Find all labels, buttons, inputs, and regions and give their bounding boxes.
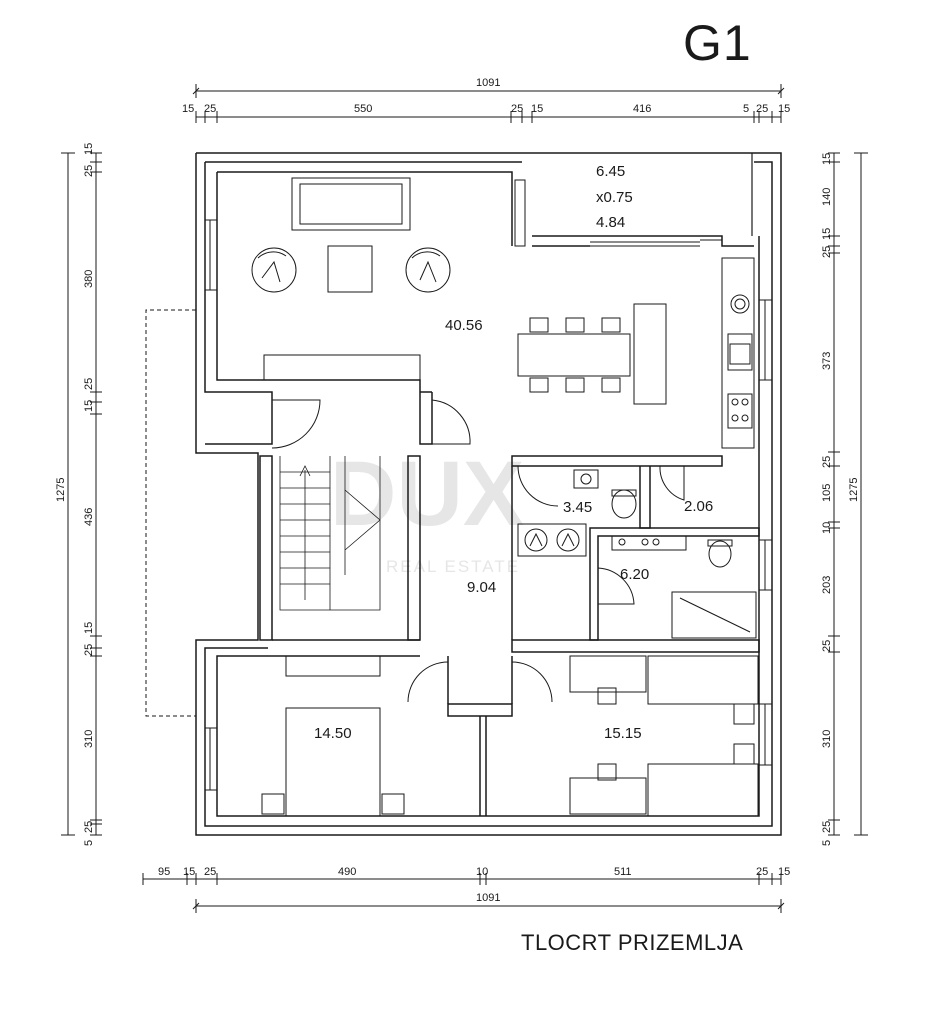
dim-right-2: 25 bbox=[821, 246, 833, 258]
bottom-dimensions bbox=[142, 873, 785, 913]
dim-right-3: 15 bbox=[821, 228, 833, 240]
dim-top-6: 5 bbox=[743, 103, 749, 115]
room-area-bedroom2: 15.15 bbox=[604, 725, 642, 742]
watermark-tag: REAL ESTATE bbox=[386, 557, 520, 576]
room-area-bathroom: 6.20 bbox=[620, 566, 649, 583]
dim-right-12: 25 bbox=[821, 821, 833, 833]
staircase bbox=[279, 456, 381, 611]
room-area-hall: 9.04 bbox=[467, 579, 496, 596]
dim-right-total: 1275 bbox=[848, 478, 860, 502]
dim-right-1: 140 bbox=[821, 188, 833, 206]
dim-bottom-5: 511 bbox=[614, 866, 632, 878]
dim-left-4: 25 bbox=[83, 378, 95, 390]
interior-walls bbox=[259, 391, 760, 816]
bedroom-furniture bbox=[261, 655, 759, 817]
dim-left-total: 1275 bbox=[55, 478, 67, 502]
dim-right-11: 5 bbox=[821, 840, 833, 846]
watermark-brand: DUX bbox=[330, 443, 524, 545]
dim-bottom-0: 95 bbox=[158, 866, 170, 878]
room-area-terrace-3: 4.84 bbox=[596, 214, 625, 231]
windows bbox=[205, 179, 772, 791]
dim-left-3: 15 bbox=[83, 400, 95, 412]
dim-left-5: 436 bbox=[83, 508, 95, 526]
dim-bottom-3: 490 bbox=[338, 866, 356, 878]
living-furniture bbox=[251, 177, 755, 449]
dim-left-0: 25 bbox=[83, 165, 95, 177]
left-dimensions bbox=[61, 152, 102, 836]
dim-top-4: 15 bbox=[531, 103, 543, 115]
bathroom-fixtures bbox=[517, 469, 757, 639]
dim-left-9: 5 bbox=[83, 840, 95, 846]
dim-top-3: 25 bbox=[511, 103, 523, 115]
dim-top-7: 25 bbox=[756, 103, 768, 115]
top-dimensions bbox=[192, 84, 785, 123]
dim-right-4: 373 bbox=[821, 352, 833, 370]
room-area-terrace-2: x0.75 bbox=[596, 189, 633, 206]
room-area-wc: 2.06 bbox=[684, 498, 713, 515]
room-area-laundry: 3.45 bbox=[563, 499, 592, 516]
room-area-terrace-1: 6.45 bbox=[596, 163, 625, 180]
drawing-title: G1 bbox=[683, 15, 752, 71]
dim-bottom-7: 15 bbox=[778, 866, 790, 878]
right-dimensions bbox=[828, 152, 868, 836]
dim-top-1: 25 bbox=[204, 103, 216, 115]
dim-top-0: 15 bbox=[182, 103, 194, 115]
dim-right-6: 105 bbox=[821, 484, 833, 502]
dim-left-8: 310 bbox=[83, 730, 95, 748]
dim-top-5: 416 bbox=[633, 103, 651, 115]
room-area-bedroom1: 14.50 bbox=[314, 725, 352, 742]
dim-top-2: 550 bbox=[354, 103, 372, 115]
dim-top-total: 1091 bbox=[476, 77, 500, 89]
dim-bottom-total: 1091 bbox=[476, 892, 500, 904]
dim-right-7: 10 bbox=[821, 522, 833, 534]
dim-right-10: 310 bbox=[821, 730, 833, 748]
doors bbox=[271, 399, 685, 703]
dim-bottom-6: 25 bbox=[756, 866, 768, 878]
dim-right-9: 25 bbox=[821, 640, 833, 652]
room-area-living: 40.56 bbox=[445, 317, 483, 334]
dim-bottom-1: 15 bbox=[183, 866, 195, 878]
dim-left-10: 25 bbox=[83, 821, 95, 833]
drawing-subtitle: TLOCRT PRIZEMLJA bbox=[521, 930, 744, 955]
dim-bottom-4: 10 bbox=[476, 866, 488, 878]
dim-top-8: 15 bbox=[778, 103, 790, 115]
dim-left-6: 25 bbox=[83, 644, 95, 656]
dim-left-1: 15 bbox=[83, 143, 95, 155]
dim-right-8: 203 bbox=[821, 576, 833, 594]
dim-right-0: 15 bbox=[821, 153, 833, 165]
dim-left-7: 15 bbox=[83, 622, 95, 634]
watermark: DUX REAL ESTATE bbox=[330, 443, 524, 576]
dim-bottom-2: 25 bbox=[204, 866, 216, 878]
dim-left-2: 380 bbox=[83, 270, 95, 288]
dim-right-5: 25 bbox=[821, 456, 833, 468]
